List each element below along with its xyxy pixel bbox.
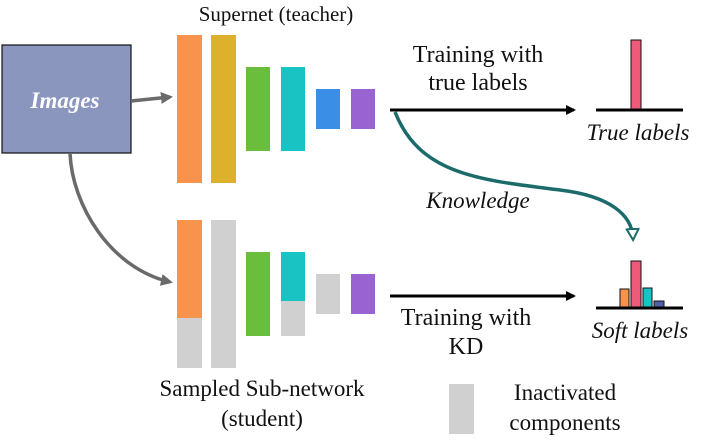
student-block-6-active bbox=[351, 274, 375, 314]
soft-label-bar-3 bbox=[642, 287, 653, 309]
student-title-line2: (student) bbox=[221, 406, 303, 431]
true-label-bar bbox=[630, 39, 642, 110]
student-block-4-active bbox=[281, 252, 305, 301]
student-block-2-inactive bbox=[211, 220, 236, 368]
teacher-block-3 bbox=[246, 67, 270, 151]
student-title-line1: Sampled Sub-network bbox=[159, 376, 365, 401]
student-block-4-inactive bbox=[281, 301, 305, 336]
knowledge-label: Knowledge bbox=[425, 188, 530, 213]
soft-label-bar-2 bbox=[630, 260, 642, 309]
teacher-block-2 bbox=[211, 35, 236, 183]
teacher-block-4 bbox=[281, 67, 305, 151]
teacher-block-6 bbox=[351, 89, 375, 129]
soft-label-bar-1 bbox=[619, 288, 630, 309]
supernet-blocks bbox=[177, 35, 375, 183]
supernet-title: Supernet (teacher) bbox=[199, 2, 354, 26]
student-blocks bbox=[177, 220, 375, 368]
images-label: Images bbox=[30, 88, 100, 113]
training-true-line1: Training with bbox=[413, 42, 543, 68]
legend-line1: Inactivated bbox=[514, 380, 617, 405]
soft-labels-text: Soft labels bbox=[592, 318, 689, 343]
teacher-block-1 bbox=[177, 35, 202, 183]
true-labels-histogram bbox=[596, 39, 683, 112]
training-kd-line1: Training with bbox=[401, 305, 531, 331]
legend-line2: components bbox=[509, 410, 620, 435]
student-block-1-active bbox=[177, 220, 202, 318]
student-block-3-active bbox=[246, 252, 270, 336]
student-block-1-inactive bbox=[177, 318, 202, 368]
student-block-5-inactive bbox=[316, 274, 340, 314]
arrow-images-to-supernet bbox=[130, 91, 173, 104]
training-kd-line2: KD bbox=[449, 334, 484, 360]
true-labels-text: True labels bbox=[587, 120, 690, 145]
images-box bbox=[1, 44, 132, 154]
teacher-block-5 bbox=[316, 89, 340, 129]
arrow-knowledge bbox=[393, 111, 633, 238]
soft-labels-histogram bbox=[596, 260, 683, 310]
legend-inactive-swatch bbox=[449, 384, 474, 434]
training-true-line2: true labels bbox=[428, 70, 527, 96]
arrow-images-to-subnet bbox=[68, 152, 173, 286]
